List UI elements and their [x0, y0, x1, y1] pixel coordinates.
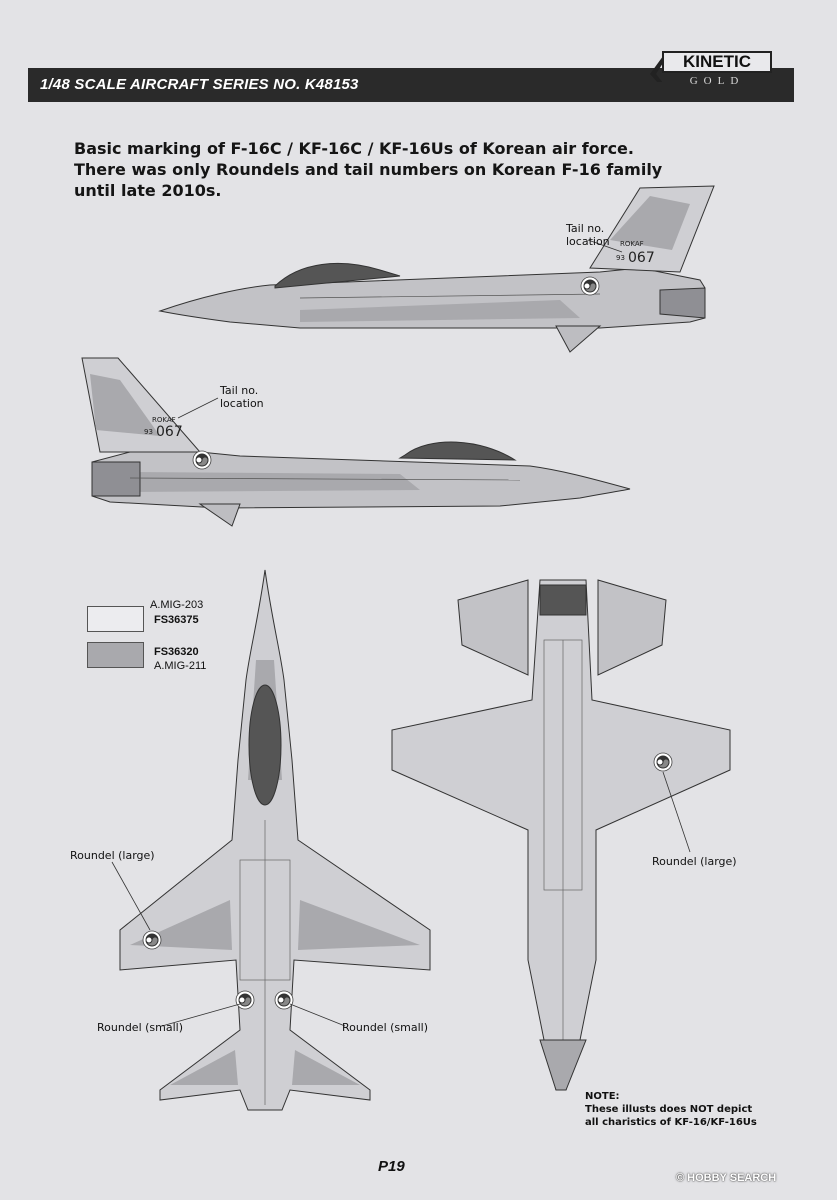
left-tail-label-1: Tail no. [220, 384, 259, 397]
legend-light-code: FS36375 [154, 614, 199, 626]
logo-sub: GOLD [662, 73, 772, 89]
top-roundel-large-label: Roundel (large) [70, 849, 155, 862]
left-tail-label-2: location [220, 397, 264, 410]
series-title: 1/48 SCALE AIRCRAFT SERIES NO. K48153 [40, 76, 359, 93]
intro-line-2: There was only Roundels and tail numbers… [74, 160, 663, 179]
note-line-2: all charistics of KF-16/KF-16Us [585, 1117, 757, 1128]
kinetic-gold-logo: KINETIC GOLD [650, 48, 776, 92]
top-view [119, 569, 431, 1111]
legend-light-swatch [87, 606, 144, 632]
logo-brand: KINETIC [662, 51, 772, 73]
note: NOTE: These illusts does NOT depict all … [585, 1090, 757, 1129]
legend-dark-name: A.MIG-211 [154, 660, 207, 672]
side-view-facing-right [81, 357, 631, 527]
right-tail-small-no: 93 [616, 254, 625, 262]
legend-dark-swatch [87, 642, 144, 668]
top-roundel-small-left-label: Roundel (small) [97, 1021, 184, 1034]
intro-text: Basic marking of F-16C / KF-16C / KF-16U… [74, 138, 674, 201]
left-tail-rokaf: ROKAF [152, 416, 176, 424]
intro-line-1: Basic marking of F-16C / KF-16C / KF-16U… [74, 139, 634, 158]
note-line-1: These illusts does NOT depict [585, 1104, 753, 1115]
legend-light-name: A.MIG-203 [150, 599, 204, 611]
intro-line-3: until late 2010s. [74, 181, 222, 200]
bottom-view [391, 579, 731, 1091]
right-tail-label-1: Tail no. [566, 222, 605, 235]
note-title: NOTE: [585, 1091, 620, 1102]
right-tail-label-2: location [566, 235, 610, 248]
page-number: P19 [378, 1158, 405, 1175]
left-tail-no: 067 [156, 424, 183, 440]
legend-dark-code: FS36320 [154, 646, 199, 658]
top-roundel-small-right-label: Roundel (small) [342, 1021, 429, 1034]
watermark: © HOBBY SEARCH [676, 1172, 777, 1184]
bottom-roundel-large-label: Roundel (large) [652, 855, 737, 868]
left-tail-small-no: 93 [144, 428, 153, 436]
right-tail-no: 067 [628, 250, 655, 266]
side-view-facing-left [158, 185, 715, 353]
right-tail-rokaf: ROKAF [620, 240, 644, 248]
